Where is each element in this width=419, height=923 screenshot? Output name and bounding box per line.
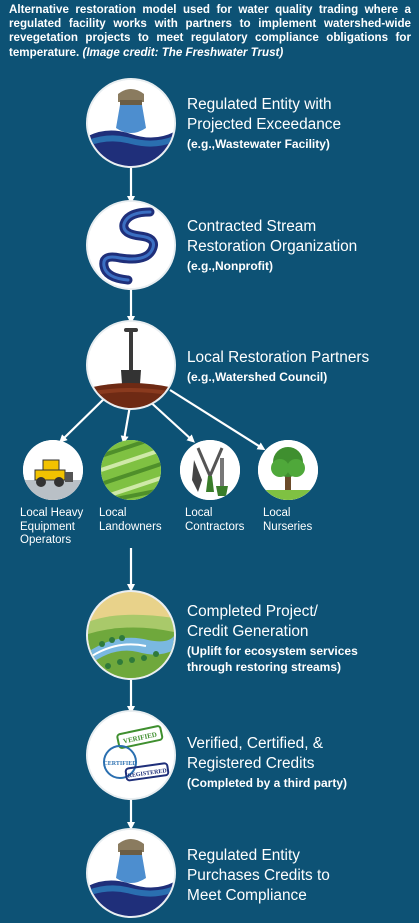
step-4-subtitle-line: (Uplift for ecosystem services — [187, 644, 358, 658]
partner-nurseries-circle — [258, 440, 318, 500]
stamp-certified: CERTIFIED — [103, 761, 137, 767]
step-3-title: Local Restoration Partners — [187, 349, 370, 366]
partner-label-line: Landowners — [99, 520, 162, 533]
tree-icon — [258, 440, 318, 500]
partner-contractors-circle — [180, 440, 240, 500]
partner-label-line: Contractors — [185, 520, 245, 533]
step-5-title-line: Verified, Certified, & — [187, 735, 324, 752]
step-4-subtitle-line: through restoring streams) — [187, 660, 342, 674]
garden-tools-icon — [180, 440, 240, 500]
step-5-text: Verified, Certified, & Registered Credit… — [187, 734, 412, 791]
partner-nurseries-label: Local Nurseries — [263, 507, 312, 534]
partner-label-line: Local — [99, 507, 127, 519]
arrow-to-contractors — [145, 397, 195, 443]
step-2-title-line: Contracted Stream — [187, 218, 317, 235]
arrow-to-heavy-equipment — [59, 392, 111, 443]
step-4-subtitle: (Uplift for ecosystem services through r… — [187, 643, 412, 675]
step-5-circle: VERIFIED CERTIFIED REGISTERED — [88, 712, 174, 798]
credit-stamps-icon: VERIFIED CERTIFIED REGISTERED — [88, 712, 174, 798]
step-1-subtitle: (e.g.,Wastewater Facility) — [187, 137, 330, 151]
step-4-text: Completed Project/ Credit Generation (Up… — [187, 602, 412, 675]
partner-label-line: Operators — [20, 534, 72, 546]
faucet-water-icon — [88, 830, 174, 916]
shovel-icon — [88, 322, 174, 408]
stream-icon — [88, 202, 174, 288]
faucet-water-icon — [88, 80, 174, 166]
partner-heavy-equipment-label: Local Heavy Equipment Operators — [20, 507, 83, 548]
step-4-title-line: Completed Project/ — [187, 603, 318, 620]
partner-label-line: Local — [263, 507, 291, 519]
step-2-circle — [88, 202, 174, 288]
step-4-title: Completed Project/ Credit Generation — [187, 602, 412, 642]
step-1-text: Regulated Entity with Projected Exceedan… — [187, 95, 412, 152]
caption-credit: (Image credit: The Freshwater Trust) — [82, 45, 284, 59]
step-3-subtitle: (e.g.,Watershed Council) — [187, 370, 328, 384]
caption-text: Alternative restoration model used for w… — [9, 3, 411, 59]
step-2-text: Contracted Stream Restoration Organizati… — [187, 217, 412, 274]
partner-landowners-circle — [101, 440, 161, 500]
step-5-title: Verified, Certified, & Registered Credit… — [187, 734, 412, 774]
step-6-title-line: Meet Compliance — [187, 887, 307, 904]
step-3-circle — [88, 322, 174, 408]
step-4-title-line: Credit Generation — [187, 623, 309, 640]
step-3-text: Local Restoration Partners (e.g.,Watersh… — [187, 348, 412, 385]
partner-landowners-label: Local Landowners — [99, 507, 162, 534]
step-1-title-line: Projected Exceedance — [187, 116, 342, 133]
farm-field-icon — [101, 440, 161, 500]
partner-contractors-label: Local Contractors — [185, 507, 244, 534]
step-6-text: Regulated Entity Purchases Credits to Me… — [187, 846, 412, 906]
step-5-title-line: Registered Credits — [187, 755, 315, 772]
step-1-title-line: Regulated Entity with — [187, 96, 332, 113]
partner-label-line: Local — [185, 507, 213, 519]
bulldozer-icon — [23, 440, 83, 500]
step-5-subtitle: (Completed by a third party) — [187, 776, 348, 790]
step-1-circle — [88, 80, 174, 166]
step-6-circle — [88, 830, 174, 916]
arrow-to-nurseries — [169, 389, 266, 451]
partner-label-line: Local Heavy — [20, 507, 84, 519]
step-2-title-line: Restoration Organization — [187, 238, 358, 255]
stamp-registered: REGISTERED — [127, 768, 167, 780]
step-2-subtitle: (e.g.,Nonprofit) — [187, 259, 273, 273]
step-6-title-line: Purchases Credits to — [187, 867, 330, 884]
partner-heavy-equipment-circle — [23, 440, 83, 500]
partner-label-line: Nurseries — [263, 520, 313, 533]
step-6-title: Regulated Entity Purchases Credits to Me… — [187, 846, 412, 906]
step-2-title: Contracted Stream Restoration Organizati… — [187, 217, 412, 257]
restored-landscape-icon — [88, 592, 174, 678]
step-1-title: Regulated Entity with Projected Exceedan… — [187, 95, 412, 135]
figure-caption: Alternative restoration model used for w… — [9, 3, 411, 60]
partner-label-line: Equipment — [20, 520, 75, 533]
step-4-circle — [88, 592, 174, 678]
step-6-title-line: Regulated Entity — [187, 847, 300, 864]
